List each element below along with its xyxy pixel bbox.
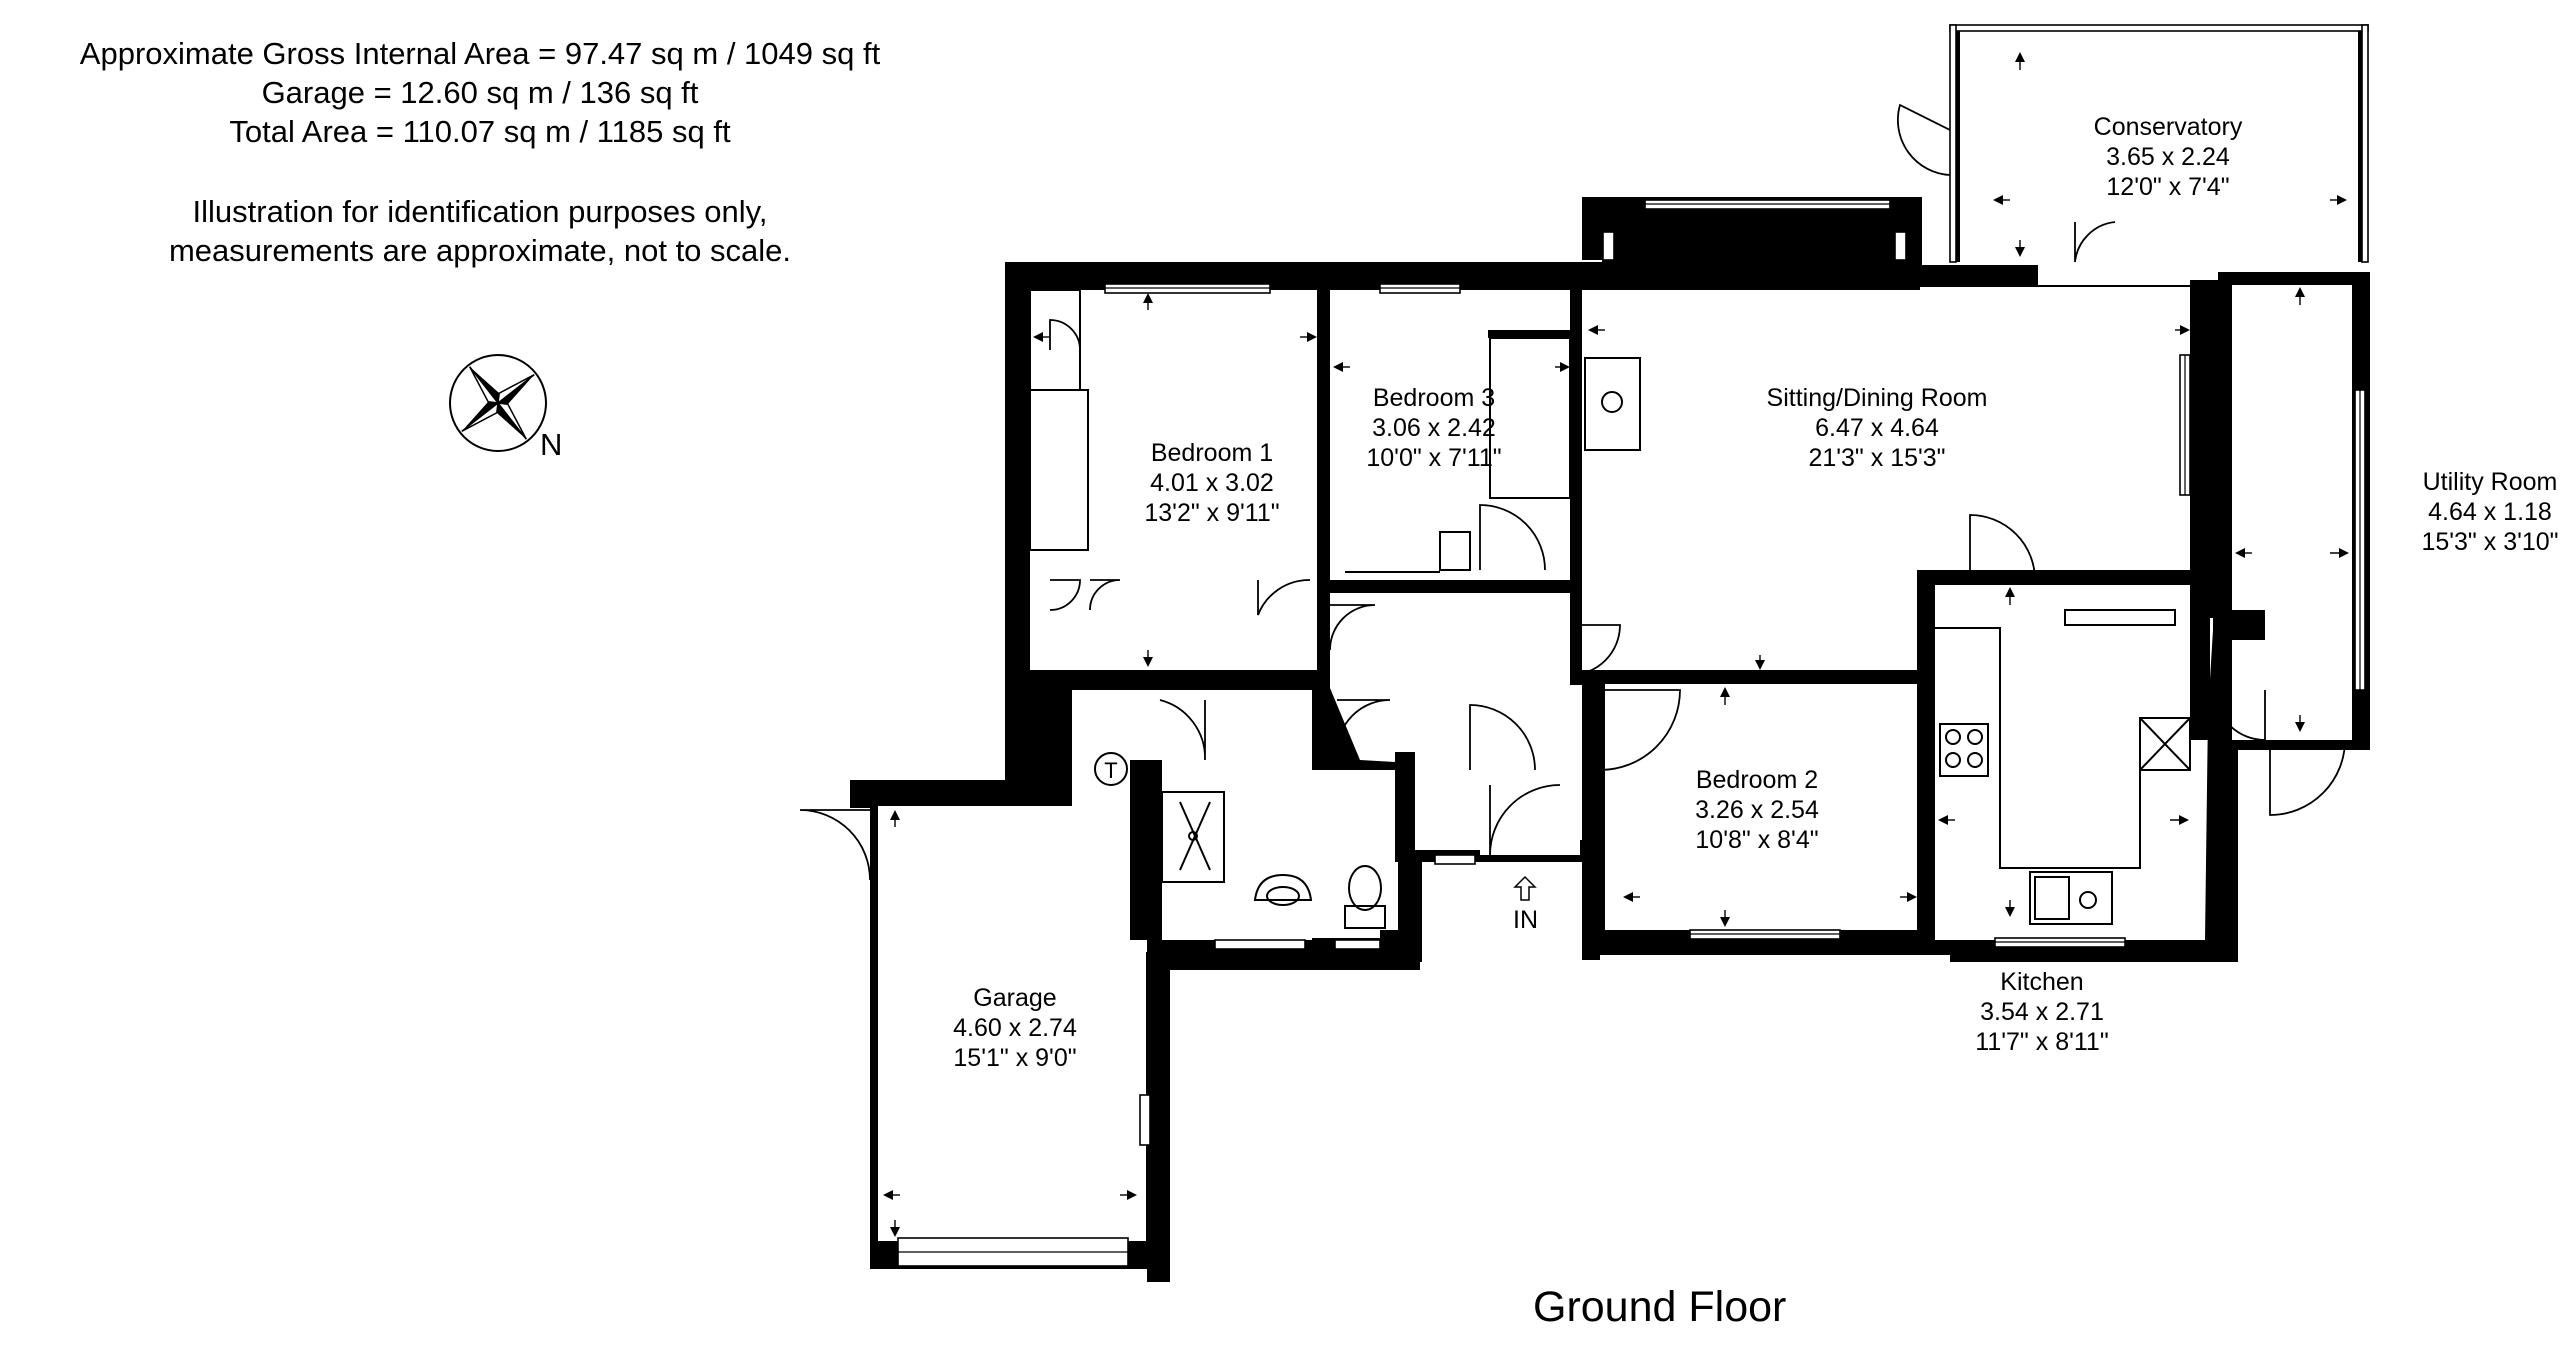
room-imperial: 13'2" x 9'11" bbox=[1144, 499, 1280, 527]
garage-area: Garage = 12.60 sq m / 136 sq ft bbox=[261, 75, 699, 110]
doors bbox=[799, 103, 2346, 881]
room-name: Kitchen bbox=[2000, 968, 2084, 996]
dimension-arrows bbox=[883, 52, 2349, 1237]
room-imperial: 15'1" x 9'0" bbox=[953, 1044, 1077, 1072]
room-conservatory: Conservatory 3.65 x 2.24 12'0" x 7'4" bbox=[2094, 112, 2243, 202]
entrance-arrow-icon bbox=[1513, 875, 1537, 901]
room-name: Bedroom 3 bbox=[1372, 384, 1496, 412]
room-metric: 4.64 x 1.18 bbox=[2428, 498, 2552, 526]
north-label: N bbox=[540, 427, 563, 462]
entrance-label: IN bbox=[1513, 906, 1538, 934]
disclaimer-line-1: Illustration for identification purposes… bbox=[192, 194, 768, 229]
fixtures bbox=[1029, 289, 2191, 929]
room-utility: Utility Room 4.64 x 1.18 15'3" x 3'10" bbox=[2421, 467, 2558, 557]
room-metric: 4.01 x 3.02 bbox=[1150, 469, 1274, 497]
room-name: Conservatory bbox=[2093, 113, 2243, 141]
room-metric: 3.26 x 2.54 bbox=[1695, 796, 1819, 824]
floor-title: Ground Floor bbox=[1533, 1283, 1787, 1331]
room-imperial: 10'8" x 8'4" bbox=[1695, 826, 1819, 854]
total-area: Total Area = 110.07 sq m / 1185 sq ft bbox=[229, 114, 731, 149]
room-sitting-dining: Sitting/Dining Room 6.47 x 4.64 21'3" x … bbox=[1767, 383, 1988, 473]
room-name: Garage bbox=[973, 984, 1057, 1012]
room-name: Bedroom 2 bbox=[1695, 766, 1819, 794]
room-name: Bedroom 1 bbox=[1150, 439, 1274, 467]
room-name: Sitting/Dining Room bbox=[1766, 384, 1988, 412]
room-metric: 4.60 x 2.74 bbox=[953, 1014, 1077, 1042]
room-metric: 3.65 x 2.24 bbox=[2106, 143, 2230, 171]
disclaimer-line-2: measurements are approximate, not to sca… bbox=[168, 233, 792, 268]
compass-icon bbox=[449, 354, 547, 452]
room-bedroom-3: Bedroom 3 3.06 x 2.42 10'0" x 7'11" bbox=[1366, 383, 1501, 473]
gross-internal-area: Approximate Gross Internal Area = 97.47 … bbox=[79, 36, 881, 71]
room-garage: Garage 4.60 x 2.74 15'1" x 9'0" bbox=[953, 983, 1077, 1073]
windows bbox=[897, 24, 2369, 1267]
room-imperial: 11'7" x 8'11" bbox=[1975, 1028, 2109, 1056]
room-imperial: 21'3" x 15'3" bbox=[1808, 444, 1946, 472]
room-imperial: 15'3" x 3'10" bbox=[2421, 528, 2559, 556]
room-name: Utility Room bbox=[2422, 468, 2558, 496]
room-kitchen: Kitchen 3.54 x 2.71 11'7" x 8'11" bbox=[1975, 967, 2108, 1057]
room-imperial: 12'0" x 7'4" bbox=[2106, 173, 2230, 201]
room-metric: 3.54 x 2.71 bbox=[1980, 998, 2104, 1026]
room-metric: 3.06 x 2.42 bbox=[1372, 414, 1496, 442]
room-bedroom-2: Bedroom 2 3.26 x 2.54 10'8" x 8'4" bbox=[1695, 765, 1819, 855]
tank-symbol: T bbox=[1104, 758, 1117, 783]
room-bedroom-1: Bedroom 1 4.01 x 3.02 13'2" x 9'11" bbox=[1144, 438, 1279, 528]
room-imperial: 10'0" x 7'11" bbox=[1366, 444, 1502, 472]
room-metric: 6.47 x 4.64 bbox=[1815, 414, 1939, 442]
